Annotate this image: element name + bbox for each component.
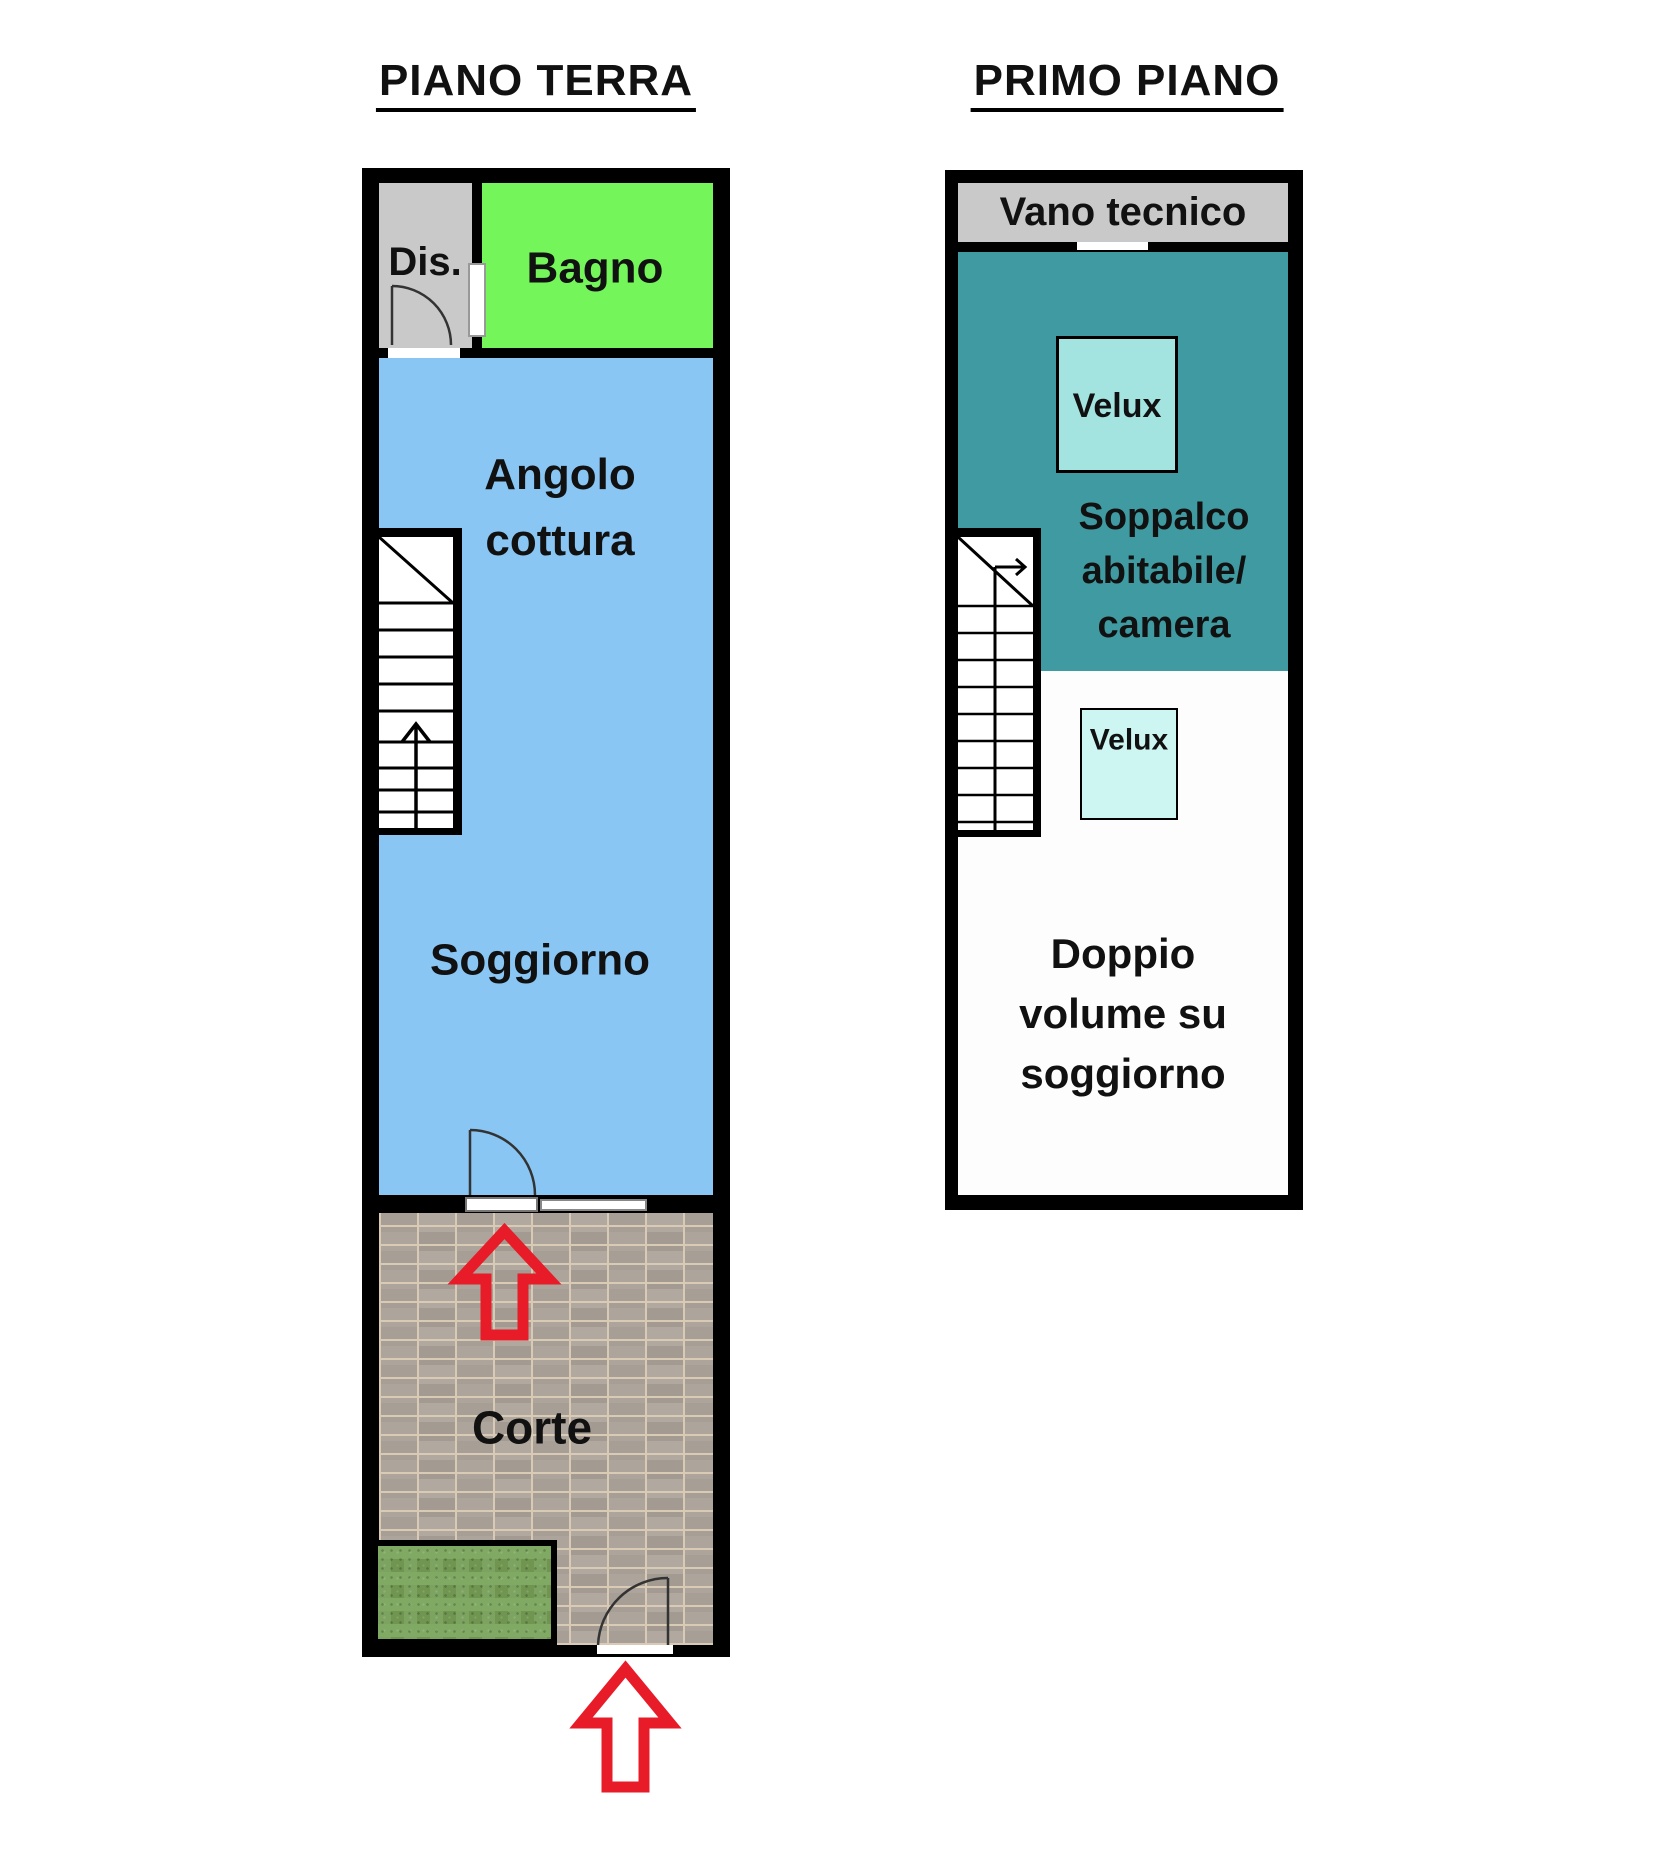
angolo-cottura-label: Angolo cottura — [484, 450, 636, 565]
ground-floor-title: PIANO TERRA — [375, 56, 697, 112]
soggiorno-room-label: Soggiorno — [430, 935, 650, 985]
grass-patch — [372, 1540, 557, 1645]
door-opening-bagno — [468, 263, 486, 337]
corte-room-label: Corte — [471, 1401, 593, 1454]
door-opening-dis — [388, 348, 460, 358]
room-vano-tecnico — [958, 183, 1288, 242]
entrance-arrow-street-icon — [569, 1660, 682, 1793]
dis-room-label: Dis. — [388, 240, 462, 284]
velux-window-lower — [1080, 708, 1178, 820]
room-soppalco-lower — [1041, 528, 1288, 671]
first-floor-title: PRIMO PIANO — [970, 56, 1284, 112]
door-opening-soggiorno — [465, 1197, 538, 1212]
bagno-room-label: Bagno — [526, 243, 664, 293]
first-floor-plan: Vano tecnico Velux Soppalco abitabile/ c… — [945, 170, 1303, 1210]
velux-lower-label: Velux — [1089, 723, 1169, 757]
soppalco-label: Soppalco abitabile/ camera — [1078, 496, 1250, 646]
doppio-volume-label: Doppio volume su soggiorno — [1019, 930, 1227, 1097]
velux-upper-label: Velux — [1072, 386, 1162, 425]
door-opening-corte — [597, 1645, 673, 1654]
room-bagno — [482, 183, 713, 348]
vano-tecnico-label: Vano tecnico — [999, 190, 1247, 234]
velux-window-upper — [1056, 336, 1178, 473]
ground-floor-plan: Dis. Bagno Angolo cottura Soggiorno Cort… — [362, 168, 730, 1657]
window-opening-soggiorno — [540, 1199, 647, 1211]
door-opening-vano-tecnico — [1077, 242, 1148, 250]
